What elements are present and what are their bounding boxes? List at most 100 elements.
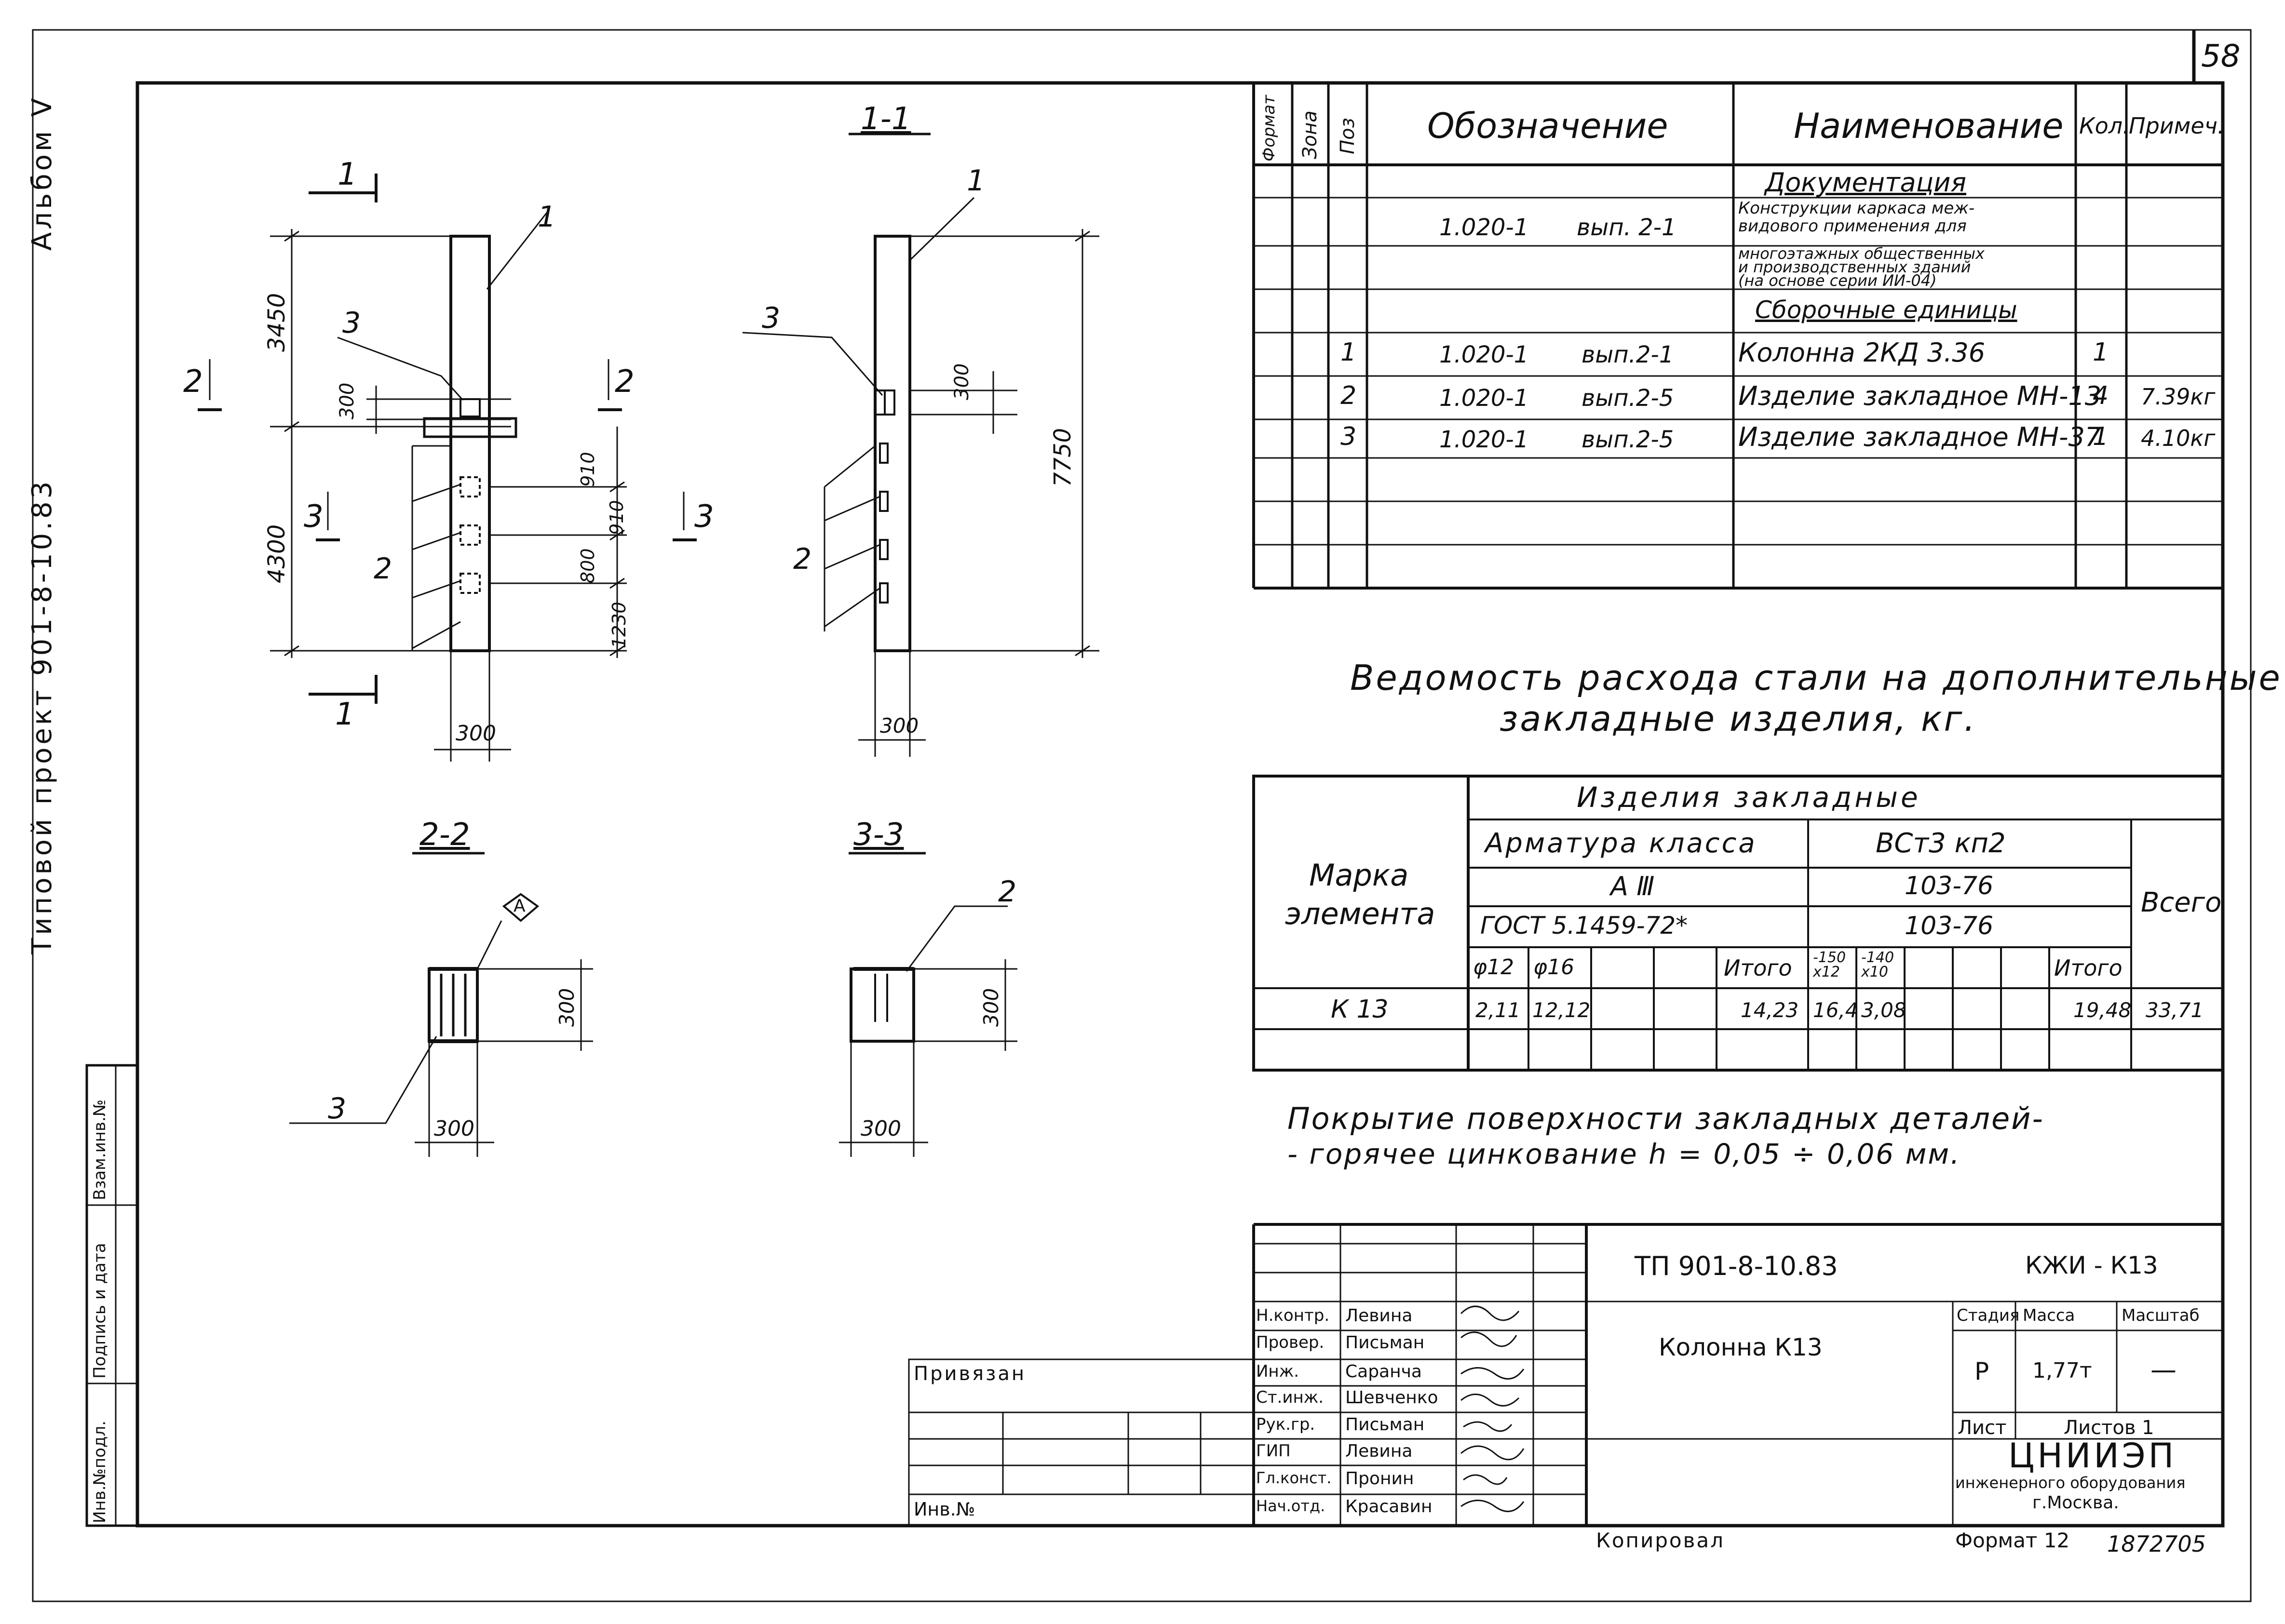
steel-row-total: 33,71 — [2146, 998, 2204, 1022]
spec-row3-pos: 3 — [1340, 422, 1357, 451]
bound-label: Привязан — [914, 1363, 1027, 1385]
name-2: Саранча — [1345, 1362, 1422, 1382]
spec-row1-pos: 1 — [1340, 338, 1357, 367]
steel-col-6: -140 х10 — [1861, 949, 1894, 980]
view-3-3 — [839, 852, 1017, 1157]
callout-3: 3 — [342, 306, 361, 340]
stamp-cell-inv: Инв.№подл. — [90, 1421, 109, 1523]
role-7: Нач.отд. — [1256, 1497, 1325, 1515]
spec-doc-issue: вып. 2-1 — [1577, 214, 1677, 241]
title-block-grid — [908, 1223, 2223, 1527]
dim-300-bottom: 300 — [456, 721, 496, 746]
section-mark-2-right: 2 — [615, 364, 635, 400]
spec-row3-name: Изделие закладное МН-37 — [1738, 422, 2102, 452]
spec-row1-issue: вып.2-1 — [1582, 341, 1674, 368]
side-stamp — [85, 1064, 139, 1527]
name-6: Пронин — [1345, 1469, 1414, 1489]
dim-3450: 3450 — [263, 293, 290, 352]
spec-row3-qty: 1 — [2093, 422, 2109, 451]
steel-col-5: -150 х12 — [1813, 949, 1846, 980]
dim-300-3-3-v: 300 — [979, 988, 1003, 1027]
section-mark-3-left: 3 — [304, 499, 324, 535]
dim-300-1-1-bottom: 300 — [880, 714, 919, 738]
dim-300-2-2-h: 300 — [434, 1116, 474, 1141]
scale-value: — — [2150, 1355, 2177, 1385]
steel-row-v6: 3,08 — [1861, 998, 1906, 1022]
spec-header-note: Примеч. — [2129, 113, 2225, 139]
dim-7750: 7750 — [1049, 428, 1076, 487]
org-city: г.Москва. — [2032, 1493, 2119, 1513]
role-1: Провер. — [1256, 1333, 1325, 1352]
spec-doc-name-1: Конструкции каркаса меж- — [1738, 199, 1975, 218]
section-mark-3-right: 3 — [694, 499, 714, 535]
dim-300-corbel: 300 — [336, 382, 358, 419]
spec-row2-qty: 4 — [2093, 381, 2109, 410]
steel-row-mark: К 13 — [1331, 995, 1389, 1024]
spec-row3-issue: вып.2-5 — [1582, 426, 1674, 453]
stamp-cell-replace: Взам.инв.№ — [90, 1099, 109, 1200]
name-5: Левина — [1345, 1441, 1413, 1461]
dim-800: 800 — [577, 548, 598, 583]
org-sub: инженерного оборудования — [1955, 1474, 2186, 1492]
callout-1: 1 — [538, 200, 556, 234]
spec-header-zone: Зона — [1299, 110, 1321, 159]
spec-row2-issue: вып.2-5 — [1582, 385, 1674, 412]
callout-2: 2 — [374, 552, 392, 586]
callout-1-1-1: 1 — [967, 164, 986, 198]
spec-row2-note: 7.39кг — [2141, 384, 2216, 410]
spec-header-pos: Поз — [1337, 118, 1359, 154]
spec-row2-pos: 2 — [1340, 381, 1357, 410]
name-1: Письман — [1345, 1333, 1425, 1353]
dim-300-3-3-h: 300 — [861, 1116, 901, 1141]
callout-3-3-2: 2 — [998, 875, 1017, 909]
view-title-3-3: 3-3 — [853, 817, 904, 853]
spec-row1-name: Колонна 2КД 3.36 — [1738, 337, 1986, 368]
project-label: Типовой проект 901-8-10.83 — [27, 478, 58, 954]
steel-sub-b-std2: 103-76 — [1905, 912, 1994, 940]
dim-910-a: 910 — [577, 452, 598, 487]
title-object-name: Колонна К13 — [1659, 1333, 1823, 1361]
spec-doc-name-4: и производственных зданий — [1738, 258, 1971, 276]
steel-row-v1: 12,12 — [1532, 998, 1591, 1022]
mass-header: Масса — [2023, 1306, 2075, 1325]
spec-doc-designation: 1.020-1 — [1439, 214, 1529, 241]
spec-row2-designation: 1.020-1 — [1439, 385, 1529, 412]
section-mark-2-left: 2 — [183, 364, 203, 400]
spec-header-designation: Обозначение — [1427, 106, 1668, 146]
steel-title-line-1: Ведомость расхода стали на дополнительны… — [1350, 658, 2282, 698]
coating-note-2: - горячее цинкование h = 0,05 ÷ 0,06 мм. — [1287, 1138, 1961, 1170]
steel-sub-b-label: ВСт3 кп2 — [1876, 828, 2006, 859]
title-code: ТП 901-8-10.83 — [1635, 1251, 1838, 1281]
steel-sub-a-gost: ГОСТ 5.1459-72* — [1480, 912, 1688, 940]
inv-label: Инв.№ — [914, 1499, 975, 1520]
spec-row1-qty: 1 — [2093, 338, 2109, 367]
steel-sub-a-class: А Ⅲ — [1610, 871, 1655, 901]
steel-table-grid — [1252, 775, 2224, 1072]
role-5: ГИП — [1256, 1441, 1291, 1461]
view-title-1-1: 1-1 — [861, 101, 911, 137]
steel-row-v5: 16,4 — [1813, 998, 1858, 1022]
callout-1-1-2: 2 — [793, 542, 812, 576]
role-2: Инж. — [1256, 1362, 1299, 1381]
sheet-number: 58 — [2201, 39, 2241, 74]
steel-group-header: Изделия закладные — [1577, 781, 1921, 814]
coating-note-1: Покрытие поверхности закладных деталей- — [1287, 1101, 2044, 1136]
name-3: Шевченко — [1345, 1388, 1438, 1408]
steel-col-0: φ12 — [1473, 955, 1514, 980]
steel-row-v4: 14,23 — [1741, 998, 1799, 1022]
org-name: ЦНИИЭП — [2008, 1436, 2177, 1476]
steel-col-9: Итого — [2054, 955, 2123, 981]
scale-header: Масштаб — [2122, 1306, 2200, 1325]
spec-doc-name-3: многоэтажных общественных — [1738, 244, 1985, 263]
steel-sub-b-std1: 103-76 — [1905, 872, 1994, 900]
name-0: Левина — [1345, 1306, 1413, 1326]
sheet-label: Лист — [1958, 1417, 2007, 1439]
role-0: Н.контр. — [1256, 1306, 1330, 1325]
spec-doc-name-5: (на основе серии ИИ-04) — [1738, 271, 1937, 290]
spec-header-qty: Кол. — [2079, 113, 2130, 139]
steel-col-4: Итого — [1724, 955, 1792, 981]
spec-header-format: Формат — [1259, 95, 1279, 161]
view-title-2-2: 2-2 — [419, 817, 470, 853]
sheets-label: Листов 1 — [2064, 1417, 2154, 1439]
